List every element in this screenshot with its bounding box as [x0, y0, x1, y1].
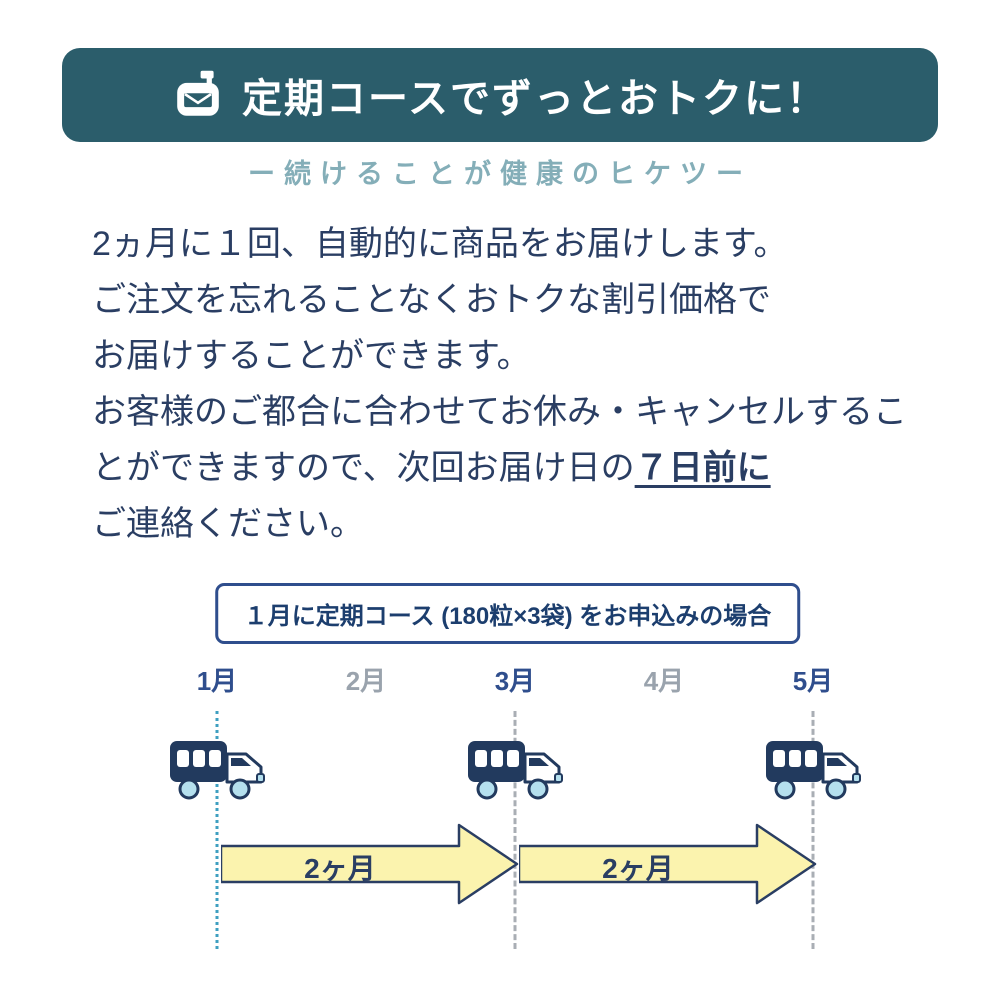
two-month-arrow [220, 823, 519, 905]
body-line: とができますので、次回お届け日の７日前に [92, 440, 932, 496]
two-month-arrow [518, 823, 817, 905]
timeline-guide-month5 [811, 711, 815, 949]
timeline-guide-month1 [215, 711, 219, 949]
delivery-truck-icon [765, 741, 861, 800]
banner-title: 定期コースでずっとおトクに！ [242, 77, 828, 121]
body-line: ご注文を忘れることなくおトクな割引価格で [92, 281, 771, 319]
header-banner: 定期コースでずっとおトクに！ [62, 48, 938, 142]
subtitle: ー続けることが健康のヒケツー [248, 159, 752, 189]
arrow-interval-label: 2ヶ月 [304, 853, 376, 884]
body-line: お届けすることができます。 [92, 337, 531, 375]
month-label-2: 2月 [345, 666, 387, 696]
month-label-4: 4月 [643, 666, 685, 696]
body-line-text: とができますので、次回お届け日の [92, 449, 635, 487]
diagram-caption: １月に定期コース (180粒×3袋) をお申込みの場合 [214, 583, 801, 644]
delivery-truck-icon [169, 741, 265, 800]
month-label-5: 5月 [792, 666, 834, 696]
body-line: 2ヵ月に１回、自動的に商品をお届けします。 [92, 225, 788, 263]
delivery-truck-icon [467, 741, 563, 800]
mailbox-icon [177, 70, 219, 116]
month-label-3: 3月 [494, 666, 536, 696]
arrow-interval-label: 2ヶ月 [602, 853, 674, 884]
subscription-timeline-diagram: １月に定期コース (180粒×3袋) をお申込みの場合 1月 2月 3月 4月 … [135, 565, 880, 963]
deadline-emphasis: ７日前に [634, 449, 771, 487]
body-line: お客様のご都合に合わせてお休み・キャンセルするこ [92, 393, 907, 431]
description-paragraph: 2ヵ月に１回、自動的に商品をお届けします。 ご注文を忘れることなくおトクな割引価… [92, 216, 932, 552]
body-line: ご連絡ください。 [92, 505, 364, 543]
month-label-1: 1月 [196, 666, 238, 696]
timeline-guide-month3 [513, 711, 517, 949]
